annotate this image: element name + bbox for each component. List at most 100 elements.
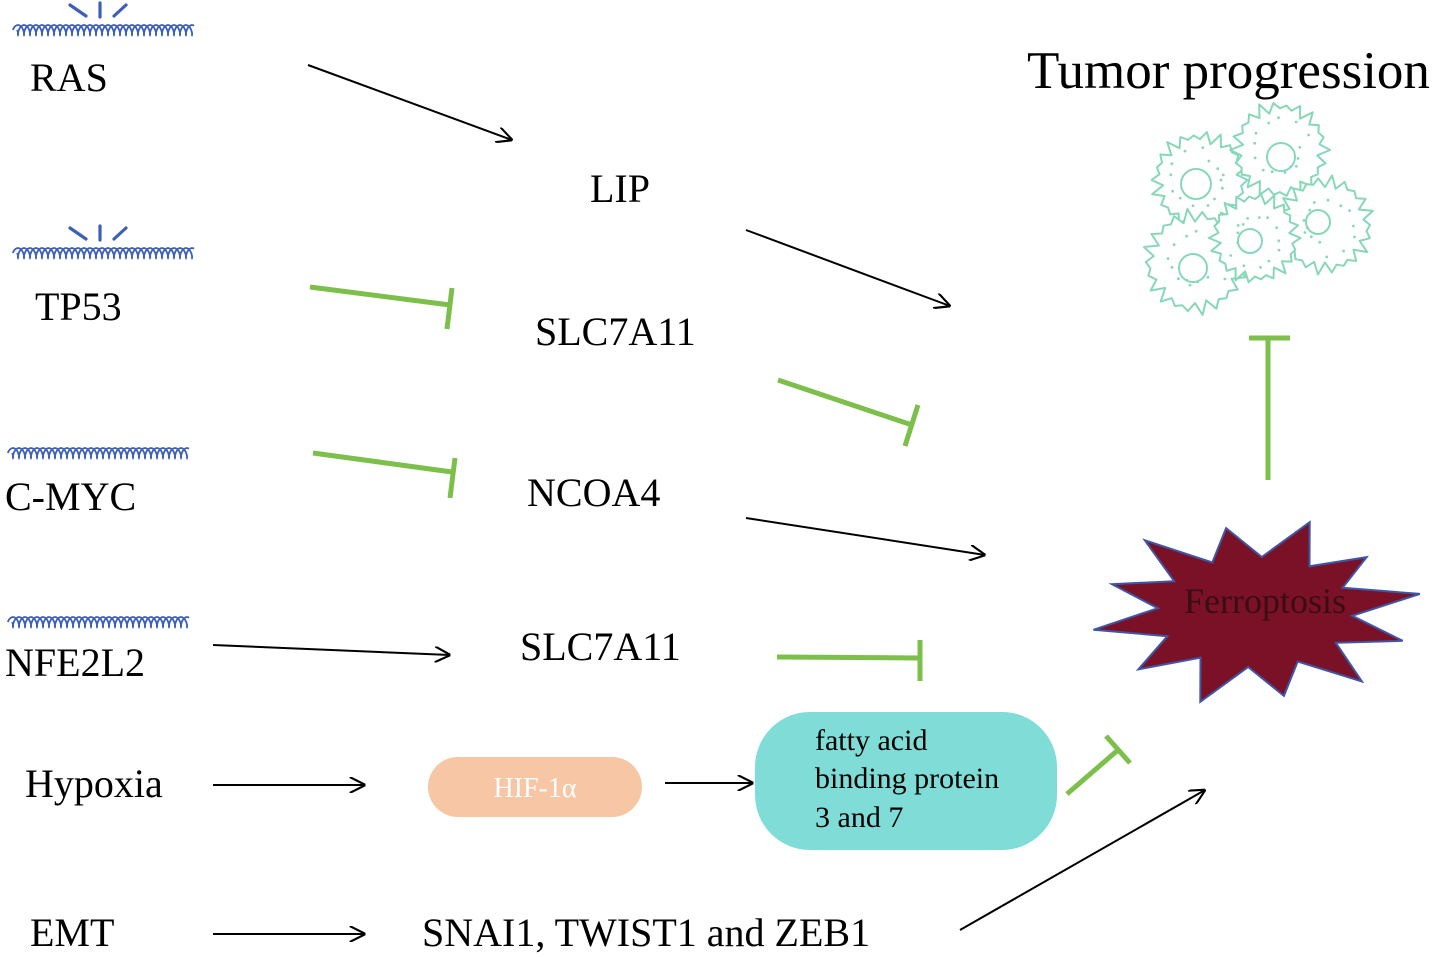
cell-granule (1353, 235, 1356, 239)
mutation-mark-icon (68, 1, 128, 19)
label-nfe2l2: NFE2L2 (5, 640, 145, 685)
label-fabp-line-3: 3 and 7 (815, 801, 903, 834)
cell-granule (1267, 259, 1271, 263)
cell-granule (1194, 229, 1198, 233)
cell-granule (1178, 196, 1182, 200)
dna-strand (16, 24, 195, 38)
cell-granule (1171, 189, 1174, 193)
tumor-cell-icon (1150, 131, 1249, 230)
cell-granule (1294, 164, 1298, 168)
cell-granule (1213, 197, 1216, 201)
label-ncoa4: NCOA4 (527, 470, 660, 515)
inhibition-slc7a11-ferroptosis (777, 377, 921, 447)
arrow-lip-to-ferroptosis (745, 229, 950, 306)
cell-granule (1294, 120, 1298, 124)
cell-granule (1236, 231, 1240, 235)
cell-granule (1277, 248, 1281, 252)
inhibition-line (309, 284, 451, 308)
dna-strand (11, 447, 190, 461)
cell-granule (1277, 116, 1280, 120)
inhibition-line (776, 654, 921, 661)
inhibition-ferroptosis-tumor (1249, 335, 1290, 480)
cell-nucleus (1305, 209, 1331, 235)
label-lip: LIP (590, 166, 650, 211)
cell-granule (1339, 204, 1343, 208)
cell-granule (1302, 219, 1306, 222)
cell-nucleus (1178, 253, 1208, 283)
cell-granule (1308, 208, 1312, 212)
label-hif: HIF-1α (493, 773, 576, 804)
cell-granule (1236, 241, 1240, 245)
label-fabp-line-1: fatty acid (815, 724, 927, 757)
cell-granule (1221, 173, 1225, 177)
cell-granule (1185, 278, 1189, 282)
cell-granule (1241, 223, 1245, 226)
arrow-ncoa4-to-ferroptosis (745, 517, 985, 555)
cell-granule (1326, 198, 1330, 202)
dna-strand (11, 24, 193, 38)
label-ferroptosis: Ferroptosis (1184, 581, 1346, 621)
cell-granule (1206, 204, 1210, 207)
cell-granule (1207, 159, 1211, 163)
cell-granule (1325, 255, 1329, 259)
ferroptosis-burst-icon (1093, 520, 1421, 704)
cell-granule (1342, 249, 1345, 253)
label-fabp-line-2: binding protein (815, 762, 999, 795)
cell-granule (1309, 235, 1313, 239)
inhibition-slc7a11-lower-ferroptosis (776, 640, 923, 681)
arrow-nfe2l2-to-slc7a11 (212, 644, 450, 655)
tumor-cell-cluster (1142, 102, 1374, 316)
cell-granule (1169, 173, 1173, 177)
hif-pill (428, 757, 642, 817)
label-ras: RAS (30, 55, 108, 100)
arrow-ras-to-lip (307, 64, 512, 140)
tumor-cell-icon (1229, 102, 1332, 197)
cell-granule (1206, 275, 1210, 279)
tumor-cell-icon (1276, 174, 1374, 276)
inhibition-fabp-ferroptosis (1065, 734, 1132, 796)
cell-granule (1185, 234, 1188, 238)
inhibition-line (312, 450, 453, 475)
label-tp53: TP53 (35, 284, 122, 329)
fabp-box (755, 712, 1057, 850)
label-slc7a11-upper: SLC7A11 (535, 309, 696, 354)
cell-granule (1221, 186, 1224, 190)
dna-strand (6, 447, 188, 461)
cell-granule (1177, 277, 1180, 281)
cell-granule (1216, 167, 1220, 171)
cell-granule (1305, 226, 1309, 229)
mutation-mark (112, 3, 128, 18)
cell-granule (1253, 141, 1257, 145)
ferroptosis-node: Ferroptosis (1093, 520, 1421, 704)
cell-granule (1352, 224, 1355, 228)
inhibition-bar (447, 457, 458, 499)
label-emt-transcription-factors: SNAI1, TWIST1 and ZEB1 (422, 910, 870, 955)
inhibition-tp53-slc7a11 (309, 284, 455, 330)
inhibition-bar (444, 287, 455, 330)
cell-granule (1283, 171, 1287, 174)
inhibition-line (777, 377, 913, 428)
cell-granule (1307, 133, 1310, 137)
inhibition-bar (1104, 734, 1132, 765)
dna-helix-icon (11, 24, 195, 38)
arrow-transcription-factors-to-ferroptosis (959, 790, 1205, 931)
cell-granule (1246, 217, 1249, 220)
cell-nucleus (1237, 228, 1263, 254)
cell-granule (1253, 156, 1257, 160)
cell-granule (1318, 240, 1322, 244)
cell-granule (1270, 170, 1274, 174)
cell-granule (1166, 257, 1170, 260)
cell-granule (1275, 226, 1278, 230)
cell-granule (1201, 146, 1205, 150)
cell-granule (1196, 280, 1200, 284)
cell-granule (1289, 165, 1293, 169)
label-emt: EMT (30, 910, 114, 955)
cell-granule (1298, 146, 1302, 149)
cell-granule (1229, 254, 1233, 257)
cell-granule (1303, 231, 1307, 234)
cell-granule (1223, 277, 1227, 281)
mutation-mark-icon (68, 224, 128, 242)
dna-helix-icon (11, 247, 195, 261)
cell-granule (1277, 239, 1281, 243)
cell-granule (1254, 131, 1258, 135)
